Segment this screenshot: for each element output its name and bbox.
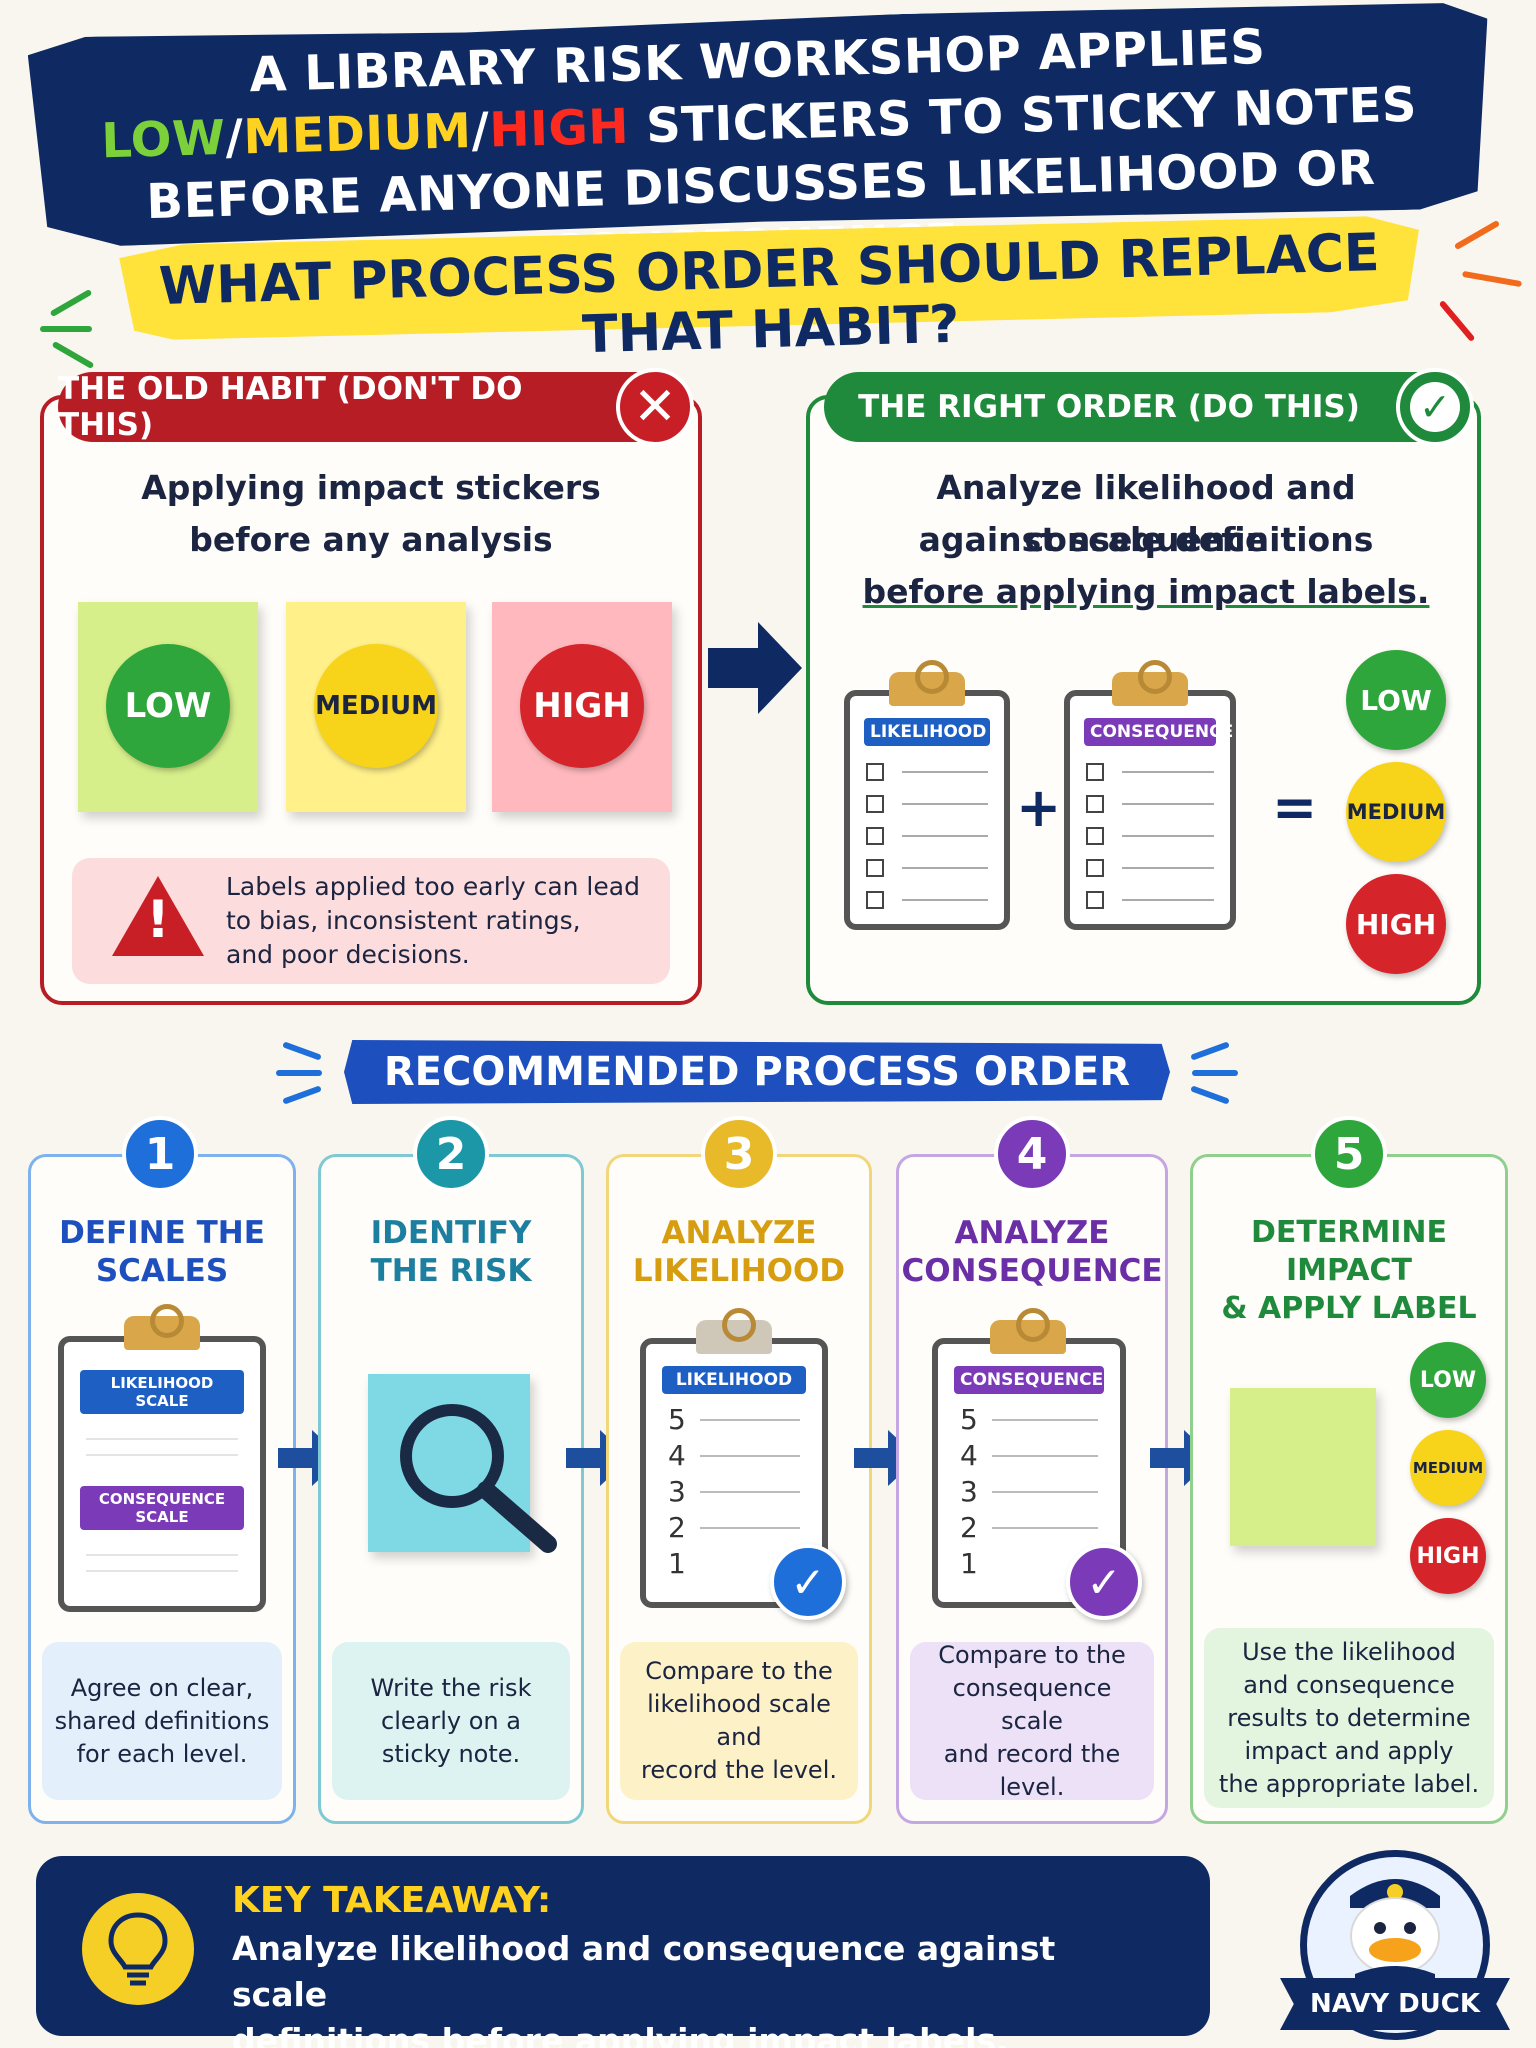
label-high-badge: HIGH bbox=[1410, 1518, 1486, 1594]
result-medium-badge: MEDIUM bbox=[1346, 762, 1446, 862]
clipboard-clip-icon bbox=[696, 1308, 772, 1354]
spark-decoration bbox=[1190, 1041, 1230, 1061]
consequence-clipboard: CONSEQUENCE bbox=[1064, 690, 1236, 930]
likelihood-label: LIKELIHOOD bbox=[864, 718, 990, 746]
consequence-label: CONSEQUENCE bbox=[954, 1366, 1104, 1394]
step-number-4: 4 bbox=[994, 1116, 1070, 1192]
spark-decoration bbox=[282, 1085, 322, 1105]
step-number-5: 5 bbox=[1311, 1116, 1387, 1192]
step-title-4: ANALYZE CONSEQUENCE bbox=[901, 1215, 1163, 1289]
result-low-badge: LOW bbox=[1346, 650, 1446, 750]
spark-decoration bbox=[1192, 1070, 1238, 1076]
warning-icon bbox=[112, 876, 204, 956]
key-takeaway-text: Analyze likelihood and consequence again… bbox=[232, 1929, 1056, 2048]
consequence-scale-label: CONSEQUENCE SCALE bbox=[80, 1486, 244, 1530]
right-order-line-3: before applying impact labels. bbox=[862, 572, 1430, 611]
step-title-5: DETERMINE IMPACT & APPLY LABEL bbox=[1221, 1215, 1477, 1326]
duck-mascot-icon bbox=[1350, 1879, 1440, 1982]
sticky-note-green bbox=[1230, 1388, 1376, 1546]
old-habit-line-2: before any analysis bbox=[189, 520, 553, 559]
magnifier-icon bbox=[400, 1404, 557, 1553]
x-icon: ✕ bbox=[616, 368, 694, 446]
clipboard-clip-icon bbox=[124, 1304, 200, 1350]
clipboard-clip-icon bbox=[889, 660, 965, 706]
consequence-label: CONSEQUENCE bbox=[1084, 718, 1233, 746]
label-medium-badge: MEDIUM bbox=[1410, 1430, 1486, 1506]
spark-decoration bbox=[276, 1070, 322, 1076]
consequence-scale-clipboard: CONSEQUENCE 5 4 3 2 1 bbox=[932, 1338, 1126, 1608]
step-number-1: 1 bbox=[122, 1116, 198, 1192]
old-habit-line-1: Applying impact stickers bbox=[141, 468, 601, 507]
plus-sign: + bbox=[1016, 776, 1062, 839]
old-habit-tab: THE OLD HABIT (DON'T DO THIS) bbox=[58, 371, 678, 443]
equals-sign: = bbox=[1272, 776, 1318, 839]
arrow-right-icon bbox=[708, 622, 802, 714]
key-takeaway-box bbox=[36, 1856, 1210, 2036]
check-icon: ✓ bbox=[1396, 368, 1474, 446]
logo-text: NAVY DUCK bbox=[1280, 1978, 1510, 2030]
key-takeaway-title: KEY TAKEAWAY: bbox=[232, 1880, 552, 1921]
check-icon: ✓ bbox=[770, 1544, 846, 1620]
label-low-badge: LOW bbox=[1410, 1342, 1486, 1418]
warning-text: Labels applied too early can lead to bia… bbox=[226, 872, 640, 969]
spark-decoration bbox=[40, 326, 92, 332]
clipboard-clip-icon bbox=[1112, 660, 1188, 706]
likelihood-scale-label: LIKELIHOOD SCALE bbox=[80, 1370, 244, 1414]
right-order-tab: THE RIGHT ORDER (DO THIS) bbox=[824, 372, 1464, 442]
spark-decoration bbox=[51, 340, 95, 370]
scales-clipboard: LIKELIHOOD SCALE CONSEQUENCE SCALE bbox=[58, 1336, 266, 1612]
title-high-word: HIGH bbox=[488, 98, 630, 159]
likelihood-clipboard: LIKELIHOOD bbox=[844, 690, 1010, 930]
spark-decoration bbox=[1190, 1085, 1230, 1105]
high-sticker: HIGH bbox=[520, 644, 644, 768]
step-title-3: ANALYZE LIKELIHOOD bbox=[632, 1215, 846, 1289]
likelihood-label: LIKELIHOOD bbox=[662, 1366, 806, 1394]
process-order-banner: RECOMMENDED PROCESS ORDER bbox=[344, 1040, 1170, 1104]
result-high-badge: HIGH bbox=[1346, 874, 1446, 974]
lightbulb-icon bbox=[82, 1893, 194, 2005]
spark-decoration bbox=[1438, 299, 1476, 343]
medium-sticker: MEDIUM bbox=[314, 644, 438, 768]
spark-decoration bbox=[282, 1041, 322, 1061]
step-title-2: IDENTIFY THE RISK bbox=[370, 1215, 532, 1289]
check-icon: ✓ bbox=[1066, 1544, 1142, 1620]
title-low-word: LOW bbox=[100, 109, 227, 170]
step-title-1: DEFINE THE SCALES bbox=[59, 1215, 265, 1289]
warning-icon-mark: ! bbox=[146, 890, 170, 950]
low-sticker: LOW bbox=[106, 644, 230, 768]
right-order-line-2: against scale definitions bbox=[918, 520, 1374, 559]
step-number-2: 2 bbox=[413, 1116, 489, 1192]
spark-decoration bbox=[1461, 270, 1523, 288]
clipboard-clip-icon bbox=[990, 1308, 1066, 1354]
title-medium-word: MEDIUM bbox=[242, 103, 473, 166]
right-order-line-1: Analyze likelihood and consequence bbox=[936, 468, 1356, 559]
step-number-3: 3 bbox=[701, 1116, 777, 1192]
